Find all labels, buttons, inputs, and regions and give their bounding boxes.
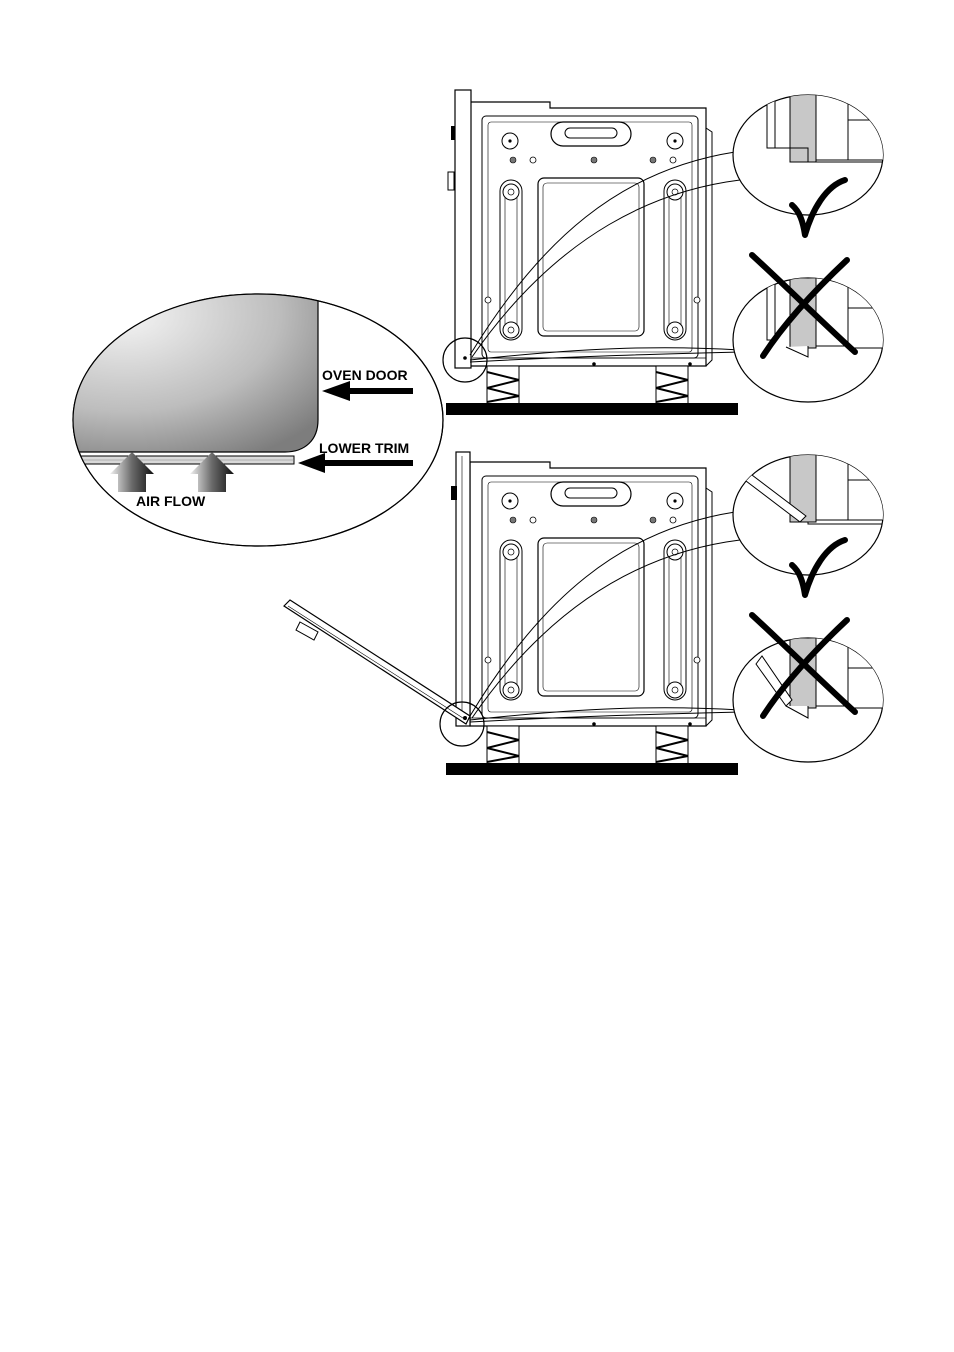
air-flow-label: AIR FLOW — [136, 493, 206, 509]
oven-open-door-illustration — [446, 452, 738, 775]
zoom-correct-open — [733, 450, 890, 575]
zoom-correct-closed — [733, 90, 890, 215]
detail-magnifier — [60, 290, 443, 546]
oven-door-shape — [60, 290, 318, 452]
open-door-panel — [284, 600, 470, 724]
lower-trim-label: LOWER TRIM — [319, 440, 409, 456]
oven-door-label: OVEN DOOR — [322, 367, 408, 383]
oven-closed-door-illustration — [446, 90, 738, 415]
